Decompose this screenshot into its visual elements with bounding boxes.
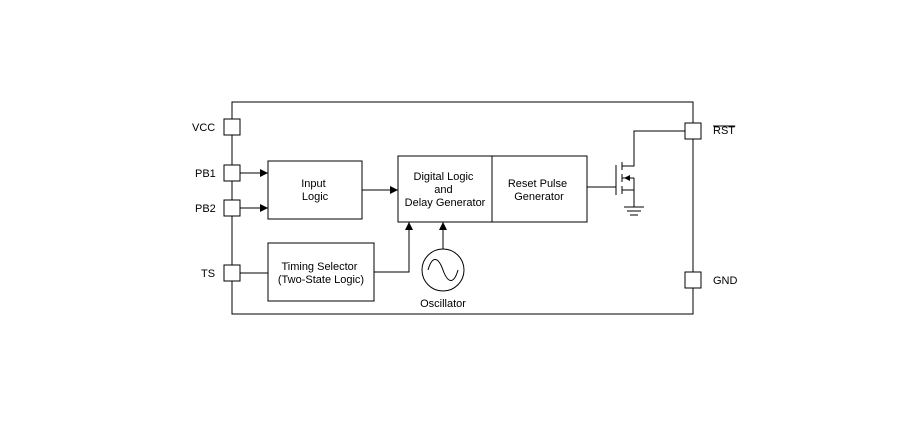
pin-rst xyxy=(684,122,702,140)
digital-logic-block xyxy=(397,155,493,223)
pin-label-rst: RST xyxy=(713,125,735,137)
timing-selector-label: Timing Selector (Two-State Logic) xyxy=(278,261,364,286)
pin-pb1 xyxy=(223,164,241,182)
pin-gnd xyxy=(684,271,702,289)
digital-logic-label: Digital Logic and Delay Generator xyxy=(405,171,486,209)
timing-selector-to-digital-logic xyxy=(374,222,413,273)
input-logic-label: Input Logic xyxy=(301,178,329,203)
nmos-transistor-icon xyxy=(587,130,685,207)
pin-label-gnd: GND xyxy=(713,275,738,287)
oscillator-circle xyxy=(421,248,465,292)
timing-selector-block xyxy=(267,242,375,302)
pin-vcc xyxy=(223,118,241,136)
pin-label-pb2: PB2 xyxy=(195,203,216,215)
sine-wave-icon xyxy=(427,259,459,281)
pin-ts xyxy=(223,264,241,282)
ground-icon xyxy=(624,206,644,216)
reset-pulse-block xyxy=(491,155,588,223)
reset-pulse-label: Reset Pulse Generator xyxy=(508,178,570,203)
pin-label-ts: TS xyxy=(201,268,215,280)
oscillator-label: Oscillator xyxy=(420,298,466,310)
input-logic-block xyxy=(267,160,363,220)
pin-pb2 xyxy=(223,199,241,217)
pin-label-vcc: VCC xyxy=(192,122,215,134)
pin-label-pb1: PB1 xyxy=(195,168,216,180)
